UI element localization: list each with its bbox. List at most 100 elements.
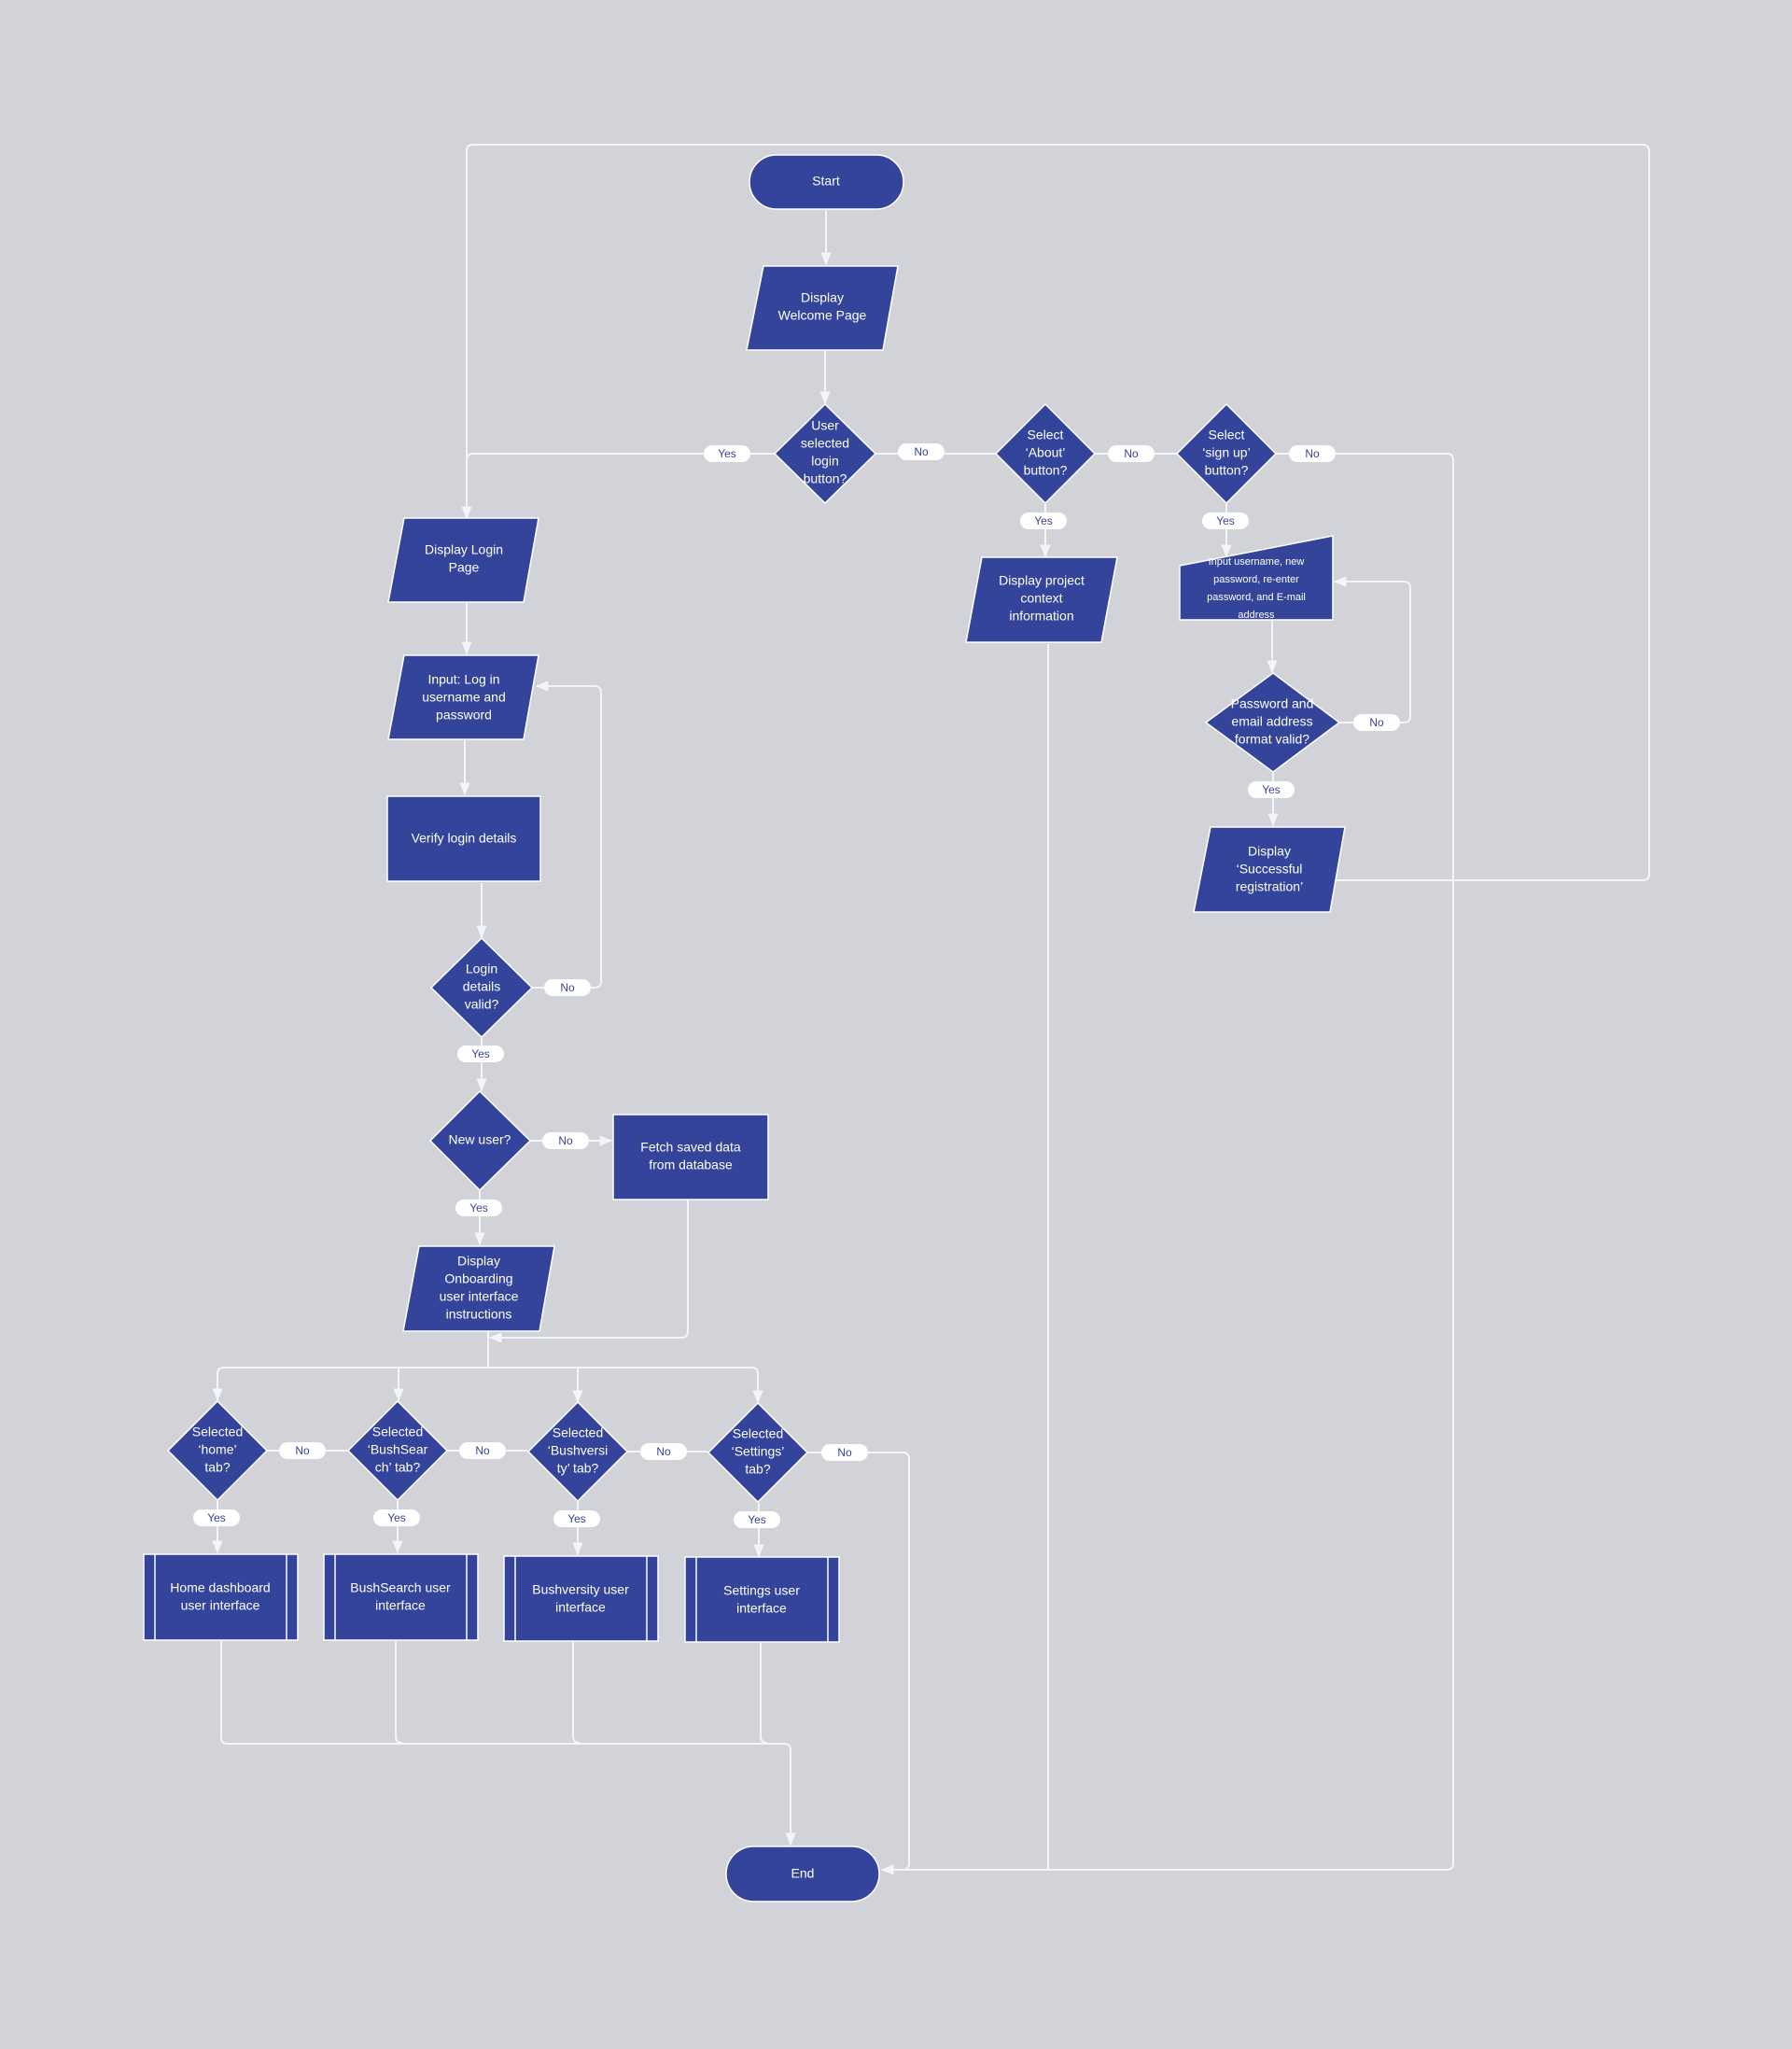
connector-bushsearch-end (395, 1641, 403, 1744)
svg-text:ty’ tab?: ty’ tab? (557, 1461, 599, 1476)
svg-text:Display project: Display project (999, 573, 1085, 588)
svg-text:Display Login: Display Login (425, 542, 503, 557)
pill-settingsq-no: No (821, 1444, 868, 1461)
bushversity-tab-decision: Selected ‘Bushversi ty’ tab? (526, 1400, 629, 1503)
svg-text:Selected: Selected (372, 1424, 423, 1439)
svg-text:Selected: Selected (553, 1425, 603, 1440)
svg-text:No: No (558, 1134, 573, 1147)
login-page-node: Display Login Page (387, 517, 539, 603)
pill-loginq-no: No (898, 443, 945, 460)
svg-text:No: No (837, 1446, 852, 1459)
branch-labels: Yes No No No Yes Yes No Yes No Yes No Ye… (193, 443, 1400, 1528)
bushversity-ui-node: Bushversity user interface (503, 1555, 659, 1642)
fetch-data-node: Fetch saved data from database (612, 1114, 769, 1200)
svg-text:instructions: instructions (446, 1307, 512, 1322)
project-info-node: Display project context information (965, 556, 1118, 643)
svg-text:No: No (560, 981, 575, 994)
svg-text:password, re-enter: password, re-enter (1213, 574, 1299, 585)
pill-aboutq-yes: Yes (1020, 512, 1067, 529)
svg-text:‘Settings’: ‘Settings’ (732, 1444, 785, 1459)
svg-text:No: No (656, 1445, 671, 1458)
svg-text:Selected: Selected (192, 1424, 243, 1439)
connector-home-end (220, 1641, 796, 1846)
svg-text:address: address (1238, 610, 1275, 621)
svg-text:interface: interface (736, 1601, 787, 1616)
pill-homeq-yes: Yes (193, 1509, 240, 1526)
svg-text:No: No (295, 1444, 310, 1457)
pill-signupq-yes: Yes (1202, 512, 1249, 529)
end-terminal: End (725, 1846, 880, 1902)
svg-text:BushSearch user: BushSearch user (350, 1580, 451, 1595)
svg-text:user interface: user interface (440, 1289, 519, 1304)
svg-text:Password and: Password and (1231, 696, 1314, 711)
pill-bushversityq-yes: Yes (553, 1510, 600, 1527)
svg-text:‘BushSear: ‘BushSear (368, 1442, 428, 1457)
svg-text:Yes: Yes (1034, 514, 1053, 527)
svg-text:No: No (1369, 716, 1384, 729)
start-terminal: Start (749, 154, 904, 210)
svg-text:interface: interface (375, 1598, 426, 1613)
svg-text:No: No (475, 1444, 490, 1457)
svg-text:Select: Select (1209, 428, 1245, 442)
svg-text:selected: selected (801, 436, 849, 451)
svg-text:details: details (463, 979, 500, 994)
svg-text:Input: Log in: Input: Log in (427, 672, 499, 687)
svg-text:tab?: tab? (204, 1460, 230, 1475)
home-dashboard-ui-node: Home dashboard user interface (143, 1553, 299, 1641)
svg-text:Yes: Yes (387, 1511, 406, 1524)
svg-text:email address: email address (1231, 714, 1312, 729)
svg-text:Display: Display (457, 1254, 500, 1269)
svg-text:No: No (1305, 447, 1320, 460)
settings-tab-decision: Selected ‘Settings’ tab? (707, 1401, 809, 1504)
connector-settingsq-no (807, 1452, 910, 1871)
svg-text:Yes: Yes (469, 1201, 488, 1214)
svg-text:Onboarding: Onboarding (444, 1271, 512, 1286)
welcome-page-node: Display Welcome Page (746, 265, 899, 351)
svg-text:Welcome Page: Welcome Page (778, 308, 867, 323)
connector-validq-no (532, 681, 602, 989)
pill-formatq-no: No (1353, 714, 1400, 731)
pill-bushsearchq-no: No (459, 1442, 506, 1459)
about-button-decision: Select ‘About’ button? (994, 402, 1097, 505)
svg-text:Input username, new: Input username, new (1209, 556, 1305, 568)
svg-text:from database: from database (649, 1158, 733, 1172)
svg-text:Home dashboard: Home dashboard (170, 1580, 270, 1595)
svg-text:Select: Select (1028, 428, 1064, 442)
bushsearch-tab-decision: Selected ‘BushSear ch’ tab? (346, 1399, 449, 1502)
connector-fetch-onboarding (488, 1200, 689, 1343)
pill-homeq-no: No (279, 1442, 326, 1459)
svg-text:‘Bushversi: ‘Bushversi (548, 1443, 609, 1458)
svg-text:context: context (1020, 591, 1062, 606)
svg-text:End: End (791, 1866, 815, 1881)
pill-validq-no: No (544, 979, 591, 996)
successful-registration-node: Display ‘Successful registration’ (1193, 826, 1346, 913)
svg-text:‘Successful: ‘Successful (1237, 862, 1303, 877)
verify-login-node: Verify login details (386, 795, 541, 882)
svg-text:ch’ tab?: ch’ tab? (375, 1460, 421, 1475)
pill-bushsearchq-yes: Yes (373, 1509, 420, 1526)
nodes: Start Display Welcome Page User selected… (143, 154, 1346, 1902)
svg-text:Yes: Yes (1216, 514, 1235, 527)
svg-text:Yes: Yes (748, 1513, 766, 1526)
svg-text:button?: button? (1024, 463, 1068, 478)
svg-text:‘home’: ‘home’ (198, 1442, 236, 1457)
svg-text:Display: Display (801, 290, 844, 305)
home-tab-decision: Selected ‘home’ tab? (166, 1399, 269, 1502)
format-valid-decision: Password and email address format valid? (1204, 672, 1341, 773)
svg-text:Yes: Yes (471, 1047, 490, 1060)
svg-text:Bushversity user: Bushversity user (532, 1582, 629, 1597)
svg-text:interface: interface (555, 1600, 606, 1615)
svg-text:Verify login details: Verify login details (412, 831, 517, 846)
settings-ui-node: Settings user interface (684, 1556, 840, 1643)
svg-text:information: information (1009, 609, 1073, 624)
pill-aboutq-no: No (1108, 445, 1155, 462)
svg-text:valid?: valid? (465, 997, 499, 1012)
svg-text:No: No (914, 445, 929, 458)
svg-text:Yes: Yes (207, 1511, 226, 1524)
connector-success-to-login-loop (461, 144, 1650, 881)
pill-signupq-no: No (1289, 445, 1336, 462)
svg-text:User: User (811, 418, 839, 433)
login-input-node: Input: Log in username and password (387, 654, 539, 740)
onboarding-node: Display Onboarding user interface instru… (402, 1245, 555, 1332)
